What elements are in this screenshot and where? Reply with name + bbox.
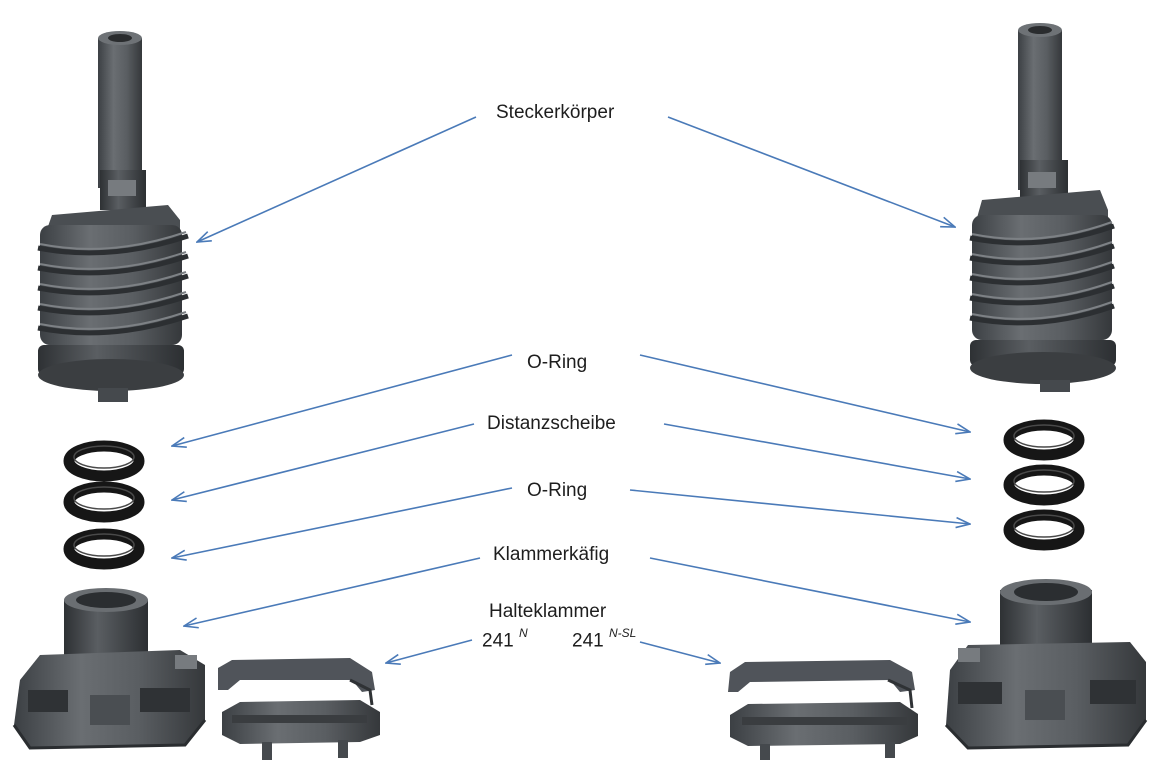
clip-cage-left xyxy=(12,588,207,750)
variant-n-number: 241 xyxy=(482,630,514,652)
o-ring-left-bottom xyxy=(63,528,145,570)
arrow-retaining-clip-right xyxy=(639,641,720,663)
variant-n-sl-number: 241 xyxy=(572,630,604,652)
connector-body-left xyxy=(37,31,189,402)
label-o-ring-bottom: O-Ring xyxy=(527,480,588,501)
arrow-spacer-left xyxy=(172,423,475,500)
label-connector-body: Steckerkörper xyxy=(496,102,615,123)
clip-cage-right xyxy=(944,579,1148,750)
retaining-clip-right xyxy=(728,660,918,760)
connector-body-right xyxy=(969,23,1116,392)
arrow-o-ring-top-left xyxy=(172,354,513,446)
label-clip-cage: Klammerkäfig xyxy=(493,544,610,565)
label-retaining-clip: Halteklammer xyxy=(489,601,607,622)
spacer-ring-right xyxy=(1003,464,1085,506)
label-o-ring-top: O-Ring xyxy=(527,352,588,373)
arrow-connector-body-right xyxy=(667,116,955,227)
variant-n-sl-suffix: N-SL xyxy=(608,626,637,640)
arrow-connector-body-left xyxy=(197,116,477,242)
label-spacer: Distanzscheibe xyxy=(487,413,616,434)
spacer-ring-left xyxy=(63,481,145,523)
retaining-clip-left xyxy=(218,658,380,760)
label-variant-n: 241 N xyxy=(482,626,528,652)
o-ring-right-top xyxy=(1003,419,1085,461)
arrow-spacer-right xyxy=(663,423,970,479)
leader-arrows xyxy=(172,116,970,663)
o-ring-left-top xyxy=(63,440,145,482)
arrow-o-ring-bottom-left xyxy=(172,487,513,558)
arrow-clip-cage-right xyxy=(649,557,970,622)
o-ring-right-bottom xyxy=(1003,509,1085,551)
arrow-o-ring-bottom-right xyxy=(629,489,970,524)
variant-n-suffix: N xyxy=(518,626,528,640)
arrow-o-ring-top-right xyxy=(639,354,970,432)
arrow-clip-cage-left xyxy=(184,557,481,626)
label-variant-n-sl: 241 N-SL xyxy=(572,626,637,652)
arrow-retaining-clip-left xyxy=(386,639,473,663)
